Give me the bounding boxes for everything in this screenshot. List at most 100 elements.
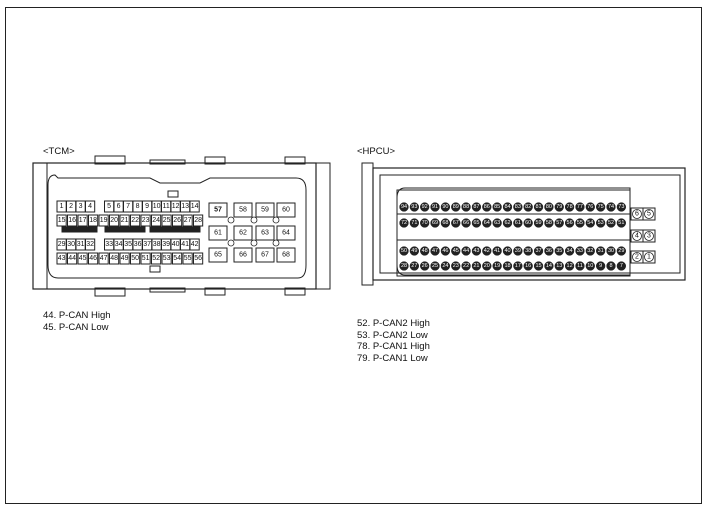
tcm-latch-top xyxy=(284,156,306,165)
tcm-pin-cell xyxy=(67,214,78,227)
tcm-pin-cell xyxy=(189,200,200,213)
hpcu-row4-pin-label: 10 xyxy=(587,263,593,269)
tcm-pin-cell xyxy=(85,200,96,213)
hpcu-row4-pin-label: 23 xyxy=(453,263,459,269)
tcm-pin-label: 21 xyxy=(121,217,129,224)
hpcu-row1-pin xyxy=(399,202,409,212)
tcm-large-pin-cell xyxy=(276,247,296,263)
hpcu-row4-pin-label: 12 xyxy=(567,263,573,269)
tcm-pin-cell xyxy=(98,252,109,265)
tcm-large-pin-label: 68 xyxy=(282,252,290,259)
hpcu-row1-pin-label: 85 xyxy=(494,204,500,210)
tcm-large-pin-label: 62 xyxy=(239,230,247,237)
tcm-latch-top xyxy=(204,156,226,165)
hpcu-row1-pin-label: 76 xyxy=(587,204,593,210)
tcm-pin-label: 5 xyxy=(107,203,111,210)
tcm-large-pin-cell xyxy=(233,225,253,241)
hpcu-row4-pin xyxy=(430,261,440,271)
hpcu-row1-pin-label: 84 xyxy=(504,204,510,210)
hpcu-row3-pin-label: 40 xyxy=(504,248,510,254)
hpcu-row3-pin xyxy=(492,246,502,256)
hpcu-inner xyxy=(379,174,681,274)
hpcu-row1-pin-label: 89 xyxy=(453,204,459,210)
tcm-pin-label: 26 xyxy=(173,217,181,224)
tcm-large-pin-label: 65 xyxy=(214,252,222,259)
hpcu-row1-pin xyxy=(596,202,606,212)
hpcu-title: <HPCU> xyxy=(357,146,396,157)
tcm-large-pin-label: 59 xyxy=(261,207,269,214)
tcm-key xyxy=(149,265,161,273)
tcm-pin-label: 9 xyxy=(145,203,149,210)
tcm-pin-label: 29 xyxy=(58,241,66,248)
tcm-pin-label: 18 xyxy=(89,217,97,224)
hpcu-row4-pin xyxy=(451,261,461,271)
tcm-large-pin-label: 64 xyxy=(282,230,290,237)
tcm-large-pin-label: 58 xyxy=(239,207,247,214)
hpcu-row1-pin-label: 86 xyxy=(484,204,490,210)
tcm-row-divider xyxy=(149,226,201,233)
tcm-pin-cell xyxy=(130,252,141,265)
hpcu-row4-pin xyxy=(482,261,492,271)
diagram-frame xyxy=(5,7,702,504)
tcm-pin-label: 41 xyxy=(181,241,189,248)
tcm-pin-cell xyxy=(140,214,151,227)
tcm-pin-cell xyxy=(109,214,120,227)
hpcu-row3-pin-label: 36 xyxy=(546,248,552,254)
hpcu-row1-pin-label: 83 xyxy=(515,204,521,210)
hpcu-row2-pin-label: 69 xyxy=(432,220,438,226)
hpcu-row1-pin xyxy=(451,202,461,212)
tcm-large-pin-label: 63 xyxy=(261,230,269,237)
hpcu-row2-pin xyxy=(461,218,471,228)
tcm-pin-label: 35 xyxy=(124,241,132,248)
tcm-pin-cell xyxy=(182,252,193,265)
hpcu-row2-pin-label: 57 xyxy=(556,220,562,226)
hpcu-row4-pin-label: 19 xyxy=(494,263,500,269)
hpcu-row4-pin-label: 18 xyxy=(504,263,510,269)
tcm-pin-label: 1 xyxy=(60,203,64,210)
hpcu-row1-pin-label: 75 xyxy=(598,204,604,210)
tcm-pin-label: 25 xyxy=(163,217,171,224)
tcm-pin-label: 16 xyxy=(68,217,76,224)
hpcu-row1-pin xyxy=(606,202,616,212)
tcm-keyway xyxy=(227,216,235,224)
hpcu-row2-pin-label: 68 xyxy=(442,220,448,226)
hpcu-row3-pin xyxy=(554,246,564,256)
hpcu-row3-pin-label: 48 xyxy=(422,248,428,254)
tcm-pin-label: 13 xyxy=(181,203,189,210)
hpcu-row2-pin-label: 54 xyxy=(587,220,593,226)
hpcu-row4-pin-label: 28 xyxy=(401,263,407,269)
tcm-shell-left-flange xyxy=(32,162,48,290)
hpcu-row1-pin xyxy=(523,202,533,212)
tcm-pin-cell xyxy=(193,252,204,265)
tcm-pin-cell xyxy=(172,214,183,227)
hpcu-row4-pin-label: 15 xyxy=(535,263,541,269)
hpcu-row1-pin-label: 91 xyxy=(432,204,438,210)
hpcu-row1-pin xyxy=(554,202,564,212)
hpcu-upper-block xyxy=(396,189,631,215)
tcm-pin-cell xyxy=(88,252,99,265)
tcm-pin-label: 43 xyxy=(58,255,66,262)
hpcu-row3-pin xyxy=(471,246,482,256)
tcm-pin-cell xyxy=(193,214,204,227)
hpcu-row2-pin xyxy=(420,218,430,228)
tcm-large-pin-cell xyxy=(233,202,253,218)
hpcu-row4-pin xyxy=(523,261,533,271)
tcm-pin-label: 30 xyxy=(67,241,75,248)
hpcu-row4-pin xyxy=(399,261,409,271)
hpcu-row2-pin-label: 70 xyxy=(422,220,428,226)
hpcu-row2-pin-label: 56 xyxy=(567,220,573,226)
tcm-pin-label: 33 xyxy=(105,241,113,248)
tcm-pin-label: 42 xyxy=(191,241,199,248)
hpcu-row3-pin-label: 46 xyxy=(442,248,448,254)
hpcu-row2-pin-label: 71 xyxy=(411,220,417,226)
tcm-pin-cell xyxy=(119,214,130,227)
hpcu-row1-pin xyxy=(471,202,482,212)
hpcu-row4-pin xyxy=(420,261,430,271)
tcm-pin-label: 27 xyxy=(184,217,192,224)
hpcu-row1-pin-label: 73 xyxy=(618,204,624,210)
hpcu-side-pin-label: 3 xyxy=(647,233,651,240)
tcm-pin-label: 38 xyxy=(153,241,161,248)
tcm-pin-label: 24 xyxy=(152,217,160,224)
hpcu-row1-pin xyxy=(564,202,575,212)
